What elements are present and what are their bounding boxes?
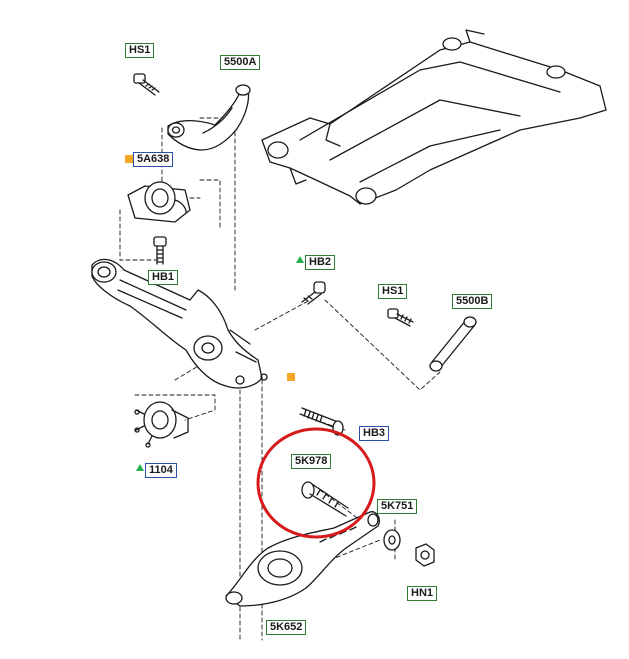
callout-5a638[interactable]: 5A638 xyxy=(133,152,174,167)
callout-5500b[interactable]: 5500B xyxy=(452,294,493,309)
callout-5k751[interactable]: 5K751 xyxy=(377,499,418,514)
bolt-5k978 xyxy=(301,481,349,517)
highlight-circle xyxy=(256,427,376,539)
new-part-marker-icon xyxy=(296,256,304,263)
callout-hb1[interactable]: HB1 xyxy=(148,270,179,285)
lower-arm-5k652 xyxy=(225,511,380,607)
new-part-marker-icon xyxy=(136,464,144,471)
callout-hb2[interactable]: HB2 xyxy=(305,255,336,270)
callout-hs1-right[interactable]: HS1 xyxy=(378,284,408,299)
subframe xyxy=(261,29,607,205)
bolt-hs1-top xyxy=(133,73,160,96)
bolt-hs1-right xyxy=(387,308,414,327)
bushing-5k751 xyxy=(383,529,401,551)
wheel-hub-1104 xyxy=(134,401,189,448)
callout-5k652[interactable]: 5K652 xyxy=(266,620,307,635)
callout-5500a[interactable]: 5500A xyxy=(220,55,261,70)
callout-1104[interactable]: 1104 xyxy=(145,463,177,478)
bolt-hb2 xyxy=(301,281,326,305)
bushing-5a638 xyxy=(127,181,191,223)
note-marker-icon xyxy=(125,155,133,163)
bolt-hb1 xyxy=(153,236,167,265)
upper-arm-5500a xyxy=(167,84,251,151)
callout-hn1[interactable]: HN1 xyxy=(407,586,438,601)
callout-5k978[interactable]: 5K978 xyxy=(291,454,332,469)
trailing-arm-and-knuckle xyxy=(91,258,268,389)
link-5500b xyxy=(429,316,477,372)
callout-hs1-top[interactable]: HS1 xyxy=(125,43,155,58)
nut-hn1 xyxy=(415,543,435,567)
note-marker-icon xyxy=(287,373,295,381)
callout-hb3[interactable]: HB3 xyxy=(359,426,390,441)
